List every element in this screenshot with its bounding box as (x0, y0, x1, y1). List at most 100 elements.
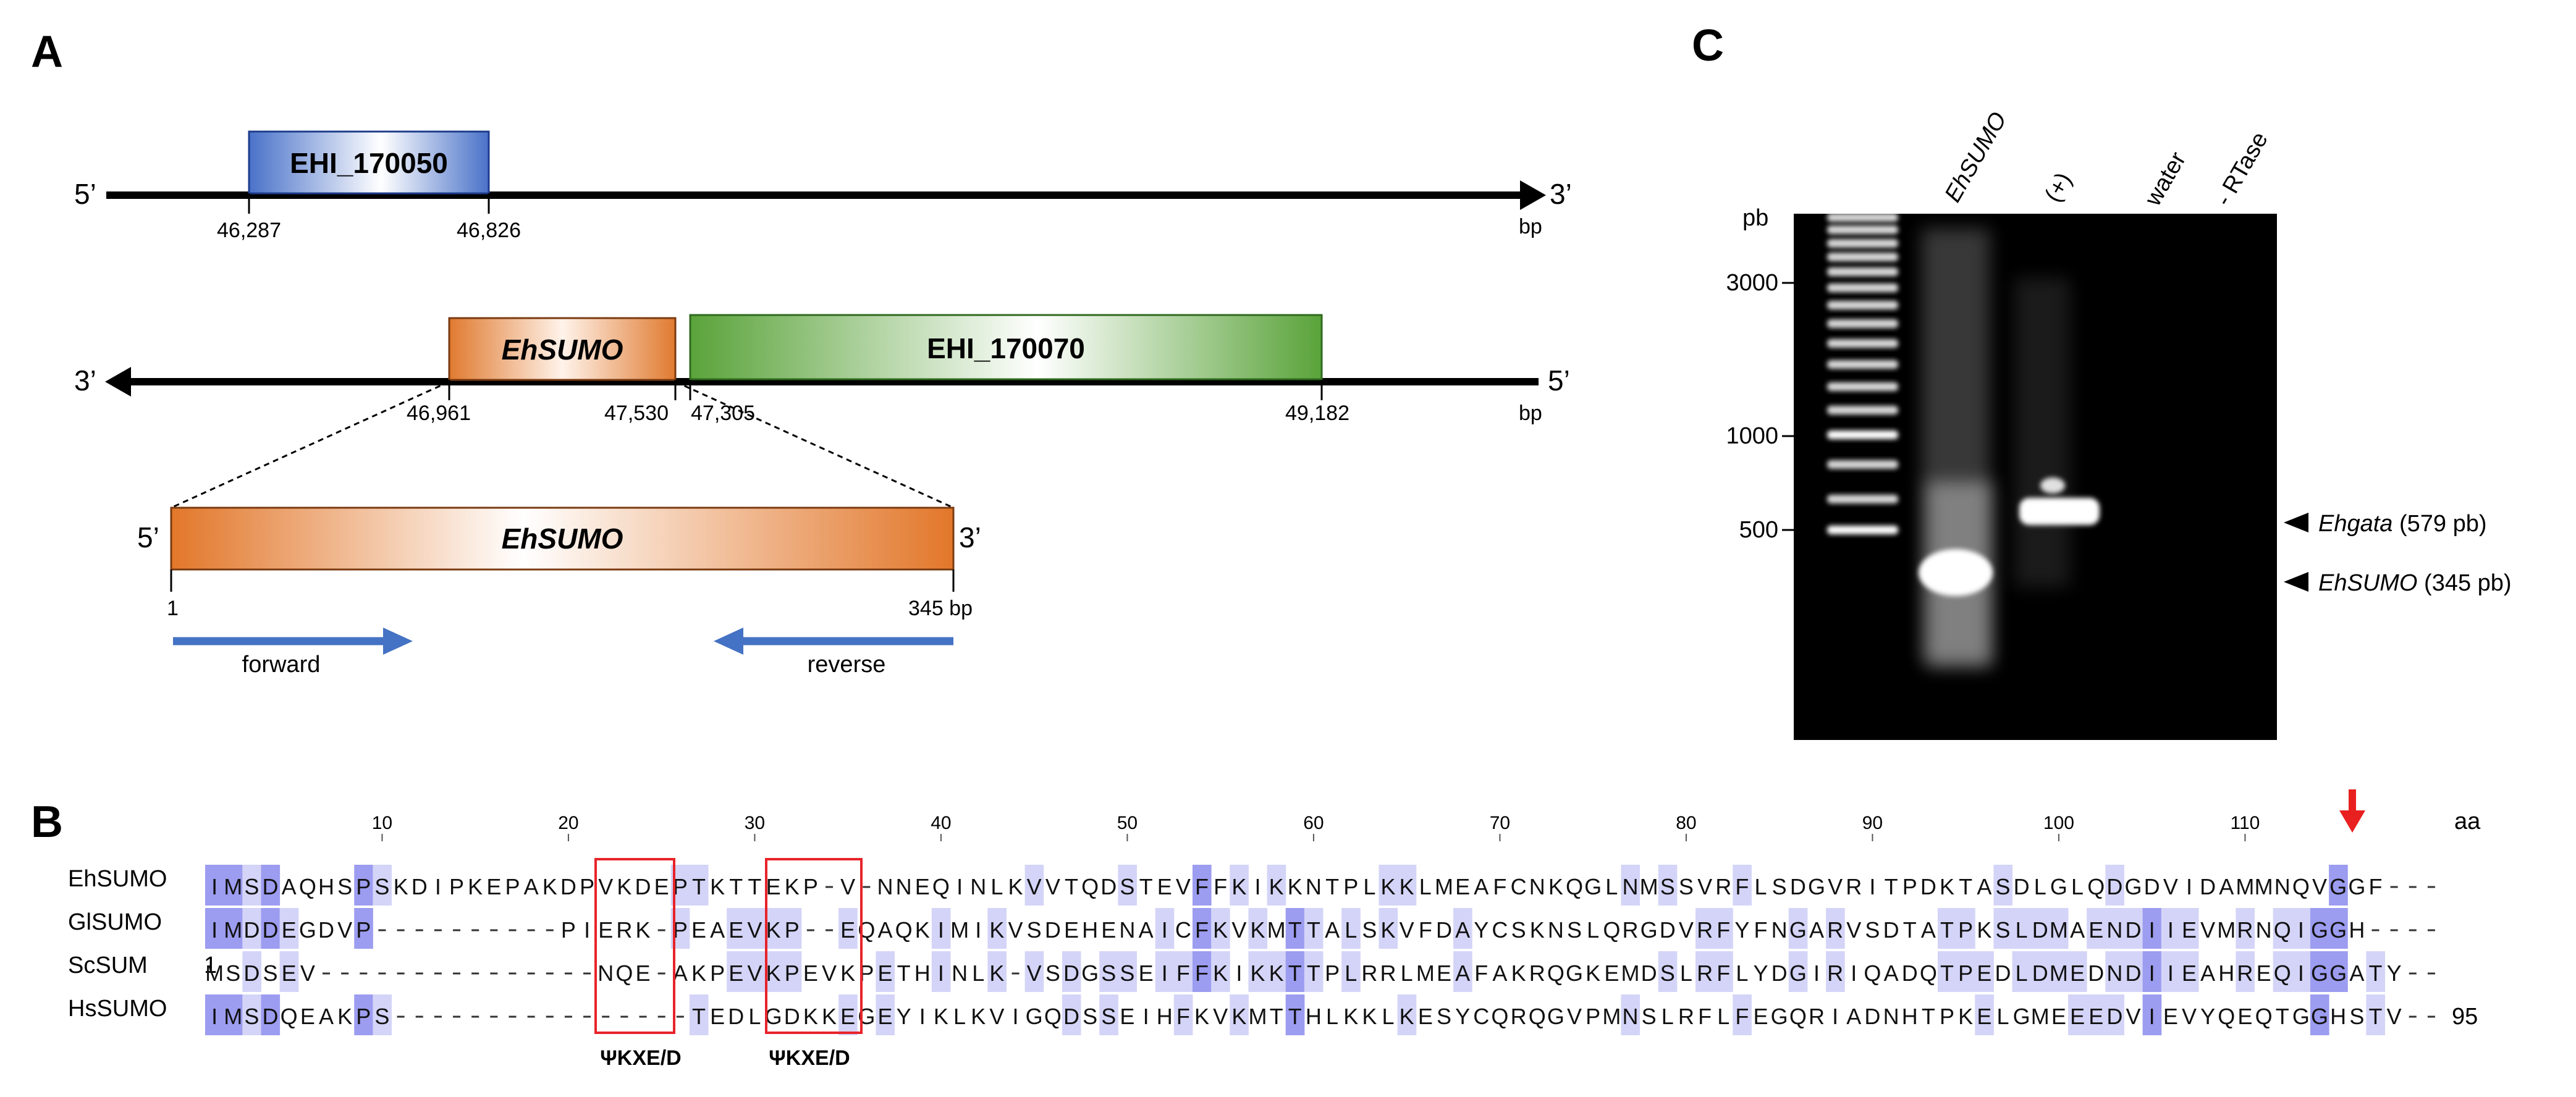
residue: F (1195, 917, 1209, 943)
residue: T (1885, 874, 1898, 899)
residue: K (394, 874, 408, 899)
residue: F (1195, 960, 1209, 986)
ruler-tick-label: 110 (2231, 813, 2260, 833)
band-ehgata (2019, 498, 2100, 525)
residue: Q (1044, 1004, 1062, 1029)
residue: D (1063, 1004, 1079, 1029)
residue: P (1958, 960, 1973, 986)
residue: K (785, 874, 800, 899)
residue-cell (1341, 908, 1361, 949)
residue-cell (1285, 908, 1305, 949)
zoom-line-left (171, 380, 450, 509)
residue: Q (895, 917, 913, 943)
residue: M (1416, 960, 1435, 986)
residue-cell (1397, 994, 1417, 1035)
residue-cell (2366, 951, 2386, 992)
residue: K (1213, 917, 1228, 943)
residue: R (1809, 1004, 1825, 1029)
residue: E (803, 960, 818, 986)
residue: D (728, 1004, 744, 1029)
pointer-ehgata (2284, 513, 2308, 532)
residue: A (1977, 874, 1991, 899)
residue: M (2255, 874, 2273, 899)
residue-cell (2273, 908, 2292, 949)
residue: L (2016, 917, 2028, 943)
residue: I (1814, 960, 1820, 986)
residue: Q (932, 874, 950, 899)
residue: L (1345, 917, 1357, 943)
residue-cell (2087, 908, 2106, 949)
residue-cell (2236, 908, 2255, 949)
primer-forward-head (383, 628, 413, 655)
residue-cell (1062, 994, 1081, 1035)
zoom-ehsumo-box (170, 506, 955, 571)
residue-cell (876, 951, 895, 992)
residue: D (1864, 1004, 1880, 1029)
residue: G (2292, 1004, 2310, 1029)
residue: L (1717, 1004, 1729, 1029)
residue: T (897, 960, 911, 986)
residue: Q (1920, 960, 1937, 986)
residue: T (692, 1004, 706, 1029)
residue-cell (1714, 908, 1733, 949)
residue: G (2329, 874, 2347, 899)
residue: K (1269, 874, 1284, 899)
panel-b-label: B (31, 797, 63, 847)
residue: K (1288, 874, 1303, 899)
track2-right-end: 5’ (1548, 364, 1570, 397)
band-label-ehsumo: EhSUMO (345 pb) (2318, 570, 2512, 596)
residue: P (803, 874, 818, 899)
residue: V (747, 917, 762, 943)
residue: P (785, 960, 800, 986)
residue: K (691, 960, 706, 986)
residue: C (1492, 917, 1508, 943)
lane-label-rtase: - RTase (2210, 128, 2273, 211)
residue: K (1269, 960, 1284, 986)
ladder-bands (1827, 213, 1898, 534)
ladder-band-4 (1827, 253, 1898, 261)
residue: S (226, 960, 240, 986)
residue-cell (2291, 951, 2311, 992)
track-1: 5’ 3’ bp EHI_170050 46,287 46,826 (74, 130, 1572, 242)
residue: A (524, 874, 539, 899)
residue: Q (1491, 1004, 1508, 1029)
residue: K (1213, 960, 1228, 986)
residue-cell (727, 951, 746, 992)
residue-cell (1975, 994, 1994, 1035)
residue: Y (897, 1004, 911, 1029)
residue: L (748, 1004, 761, 1029)
panel-a-label: A (31, 27, 63, 77)
residue: M (1602, 1004, 1621, 1029)
residue: G (1584, 874, 1602, 899)
residue-cell (2105, 908, 2124, 949)
residue: M (224, 1004, 242, 1029)
residue: E (486, 874, 501, 899)
residue-cell (2142, 951, 2162, 992)
residue: A (1455, 917, 1470, 943)
seq-start-scsum: 1 (204, 952, 217, 978)
residue: T (1940, 960, 1954, 986)
residue: K (1250, 960, 1265, 986)
residue-cell (1993, 865, 2013, 906)
residue: V (747, 960, 762, 986)
residue: T (2368, 1004, 2382, 1029)
residue-cell (1658, 865, 1678, 906)
residue: I (2149, 1004, 2155, 1029)
residue: E (2051, 1004, 2066, 1029)
residue: E (840, 917, 855, 943)
residue-cell (2030, 908, 2050, 949)
residue: K (1381, 917, 1396, 943)
residue-cell (2012, 908, 2032, 949)
residue: K (1008, 874, 1023, 899)
track-2: 3’ 5’ bp EhSUMO EHI_170070 46,961 47,530… (74, 314, 1570, 425)
residue: S (2349, 1004, 2364, 1029)
residue-cell (1788, 951, 1808, 992)
residue: M (2236, 874, 2254, 899)
residue: F (1717, 960, 1730, 986)
residue: G (1026, 1004, 1043, 1029)
residue-cell (1062, 951, 1081, 992)
residue: D (263, 917, 279, 943)
residue-cell (782, 951, 802, 992)
residue: N (1622, 874, 1638, 899)
